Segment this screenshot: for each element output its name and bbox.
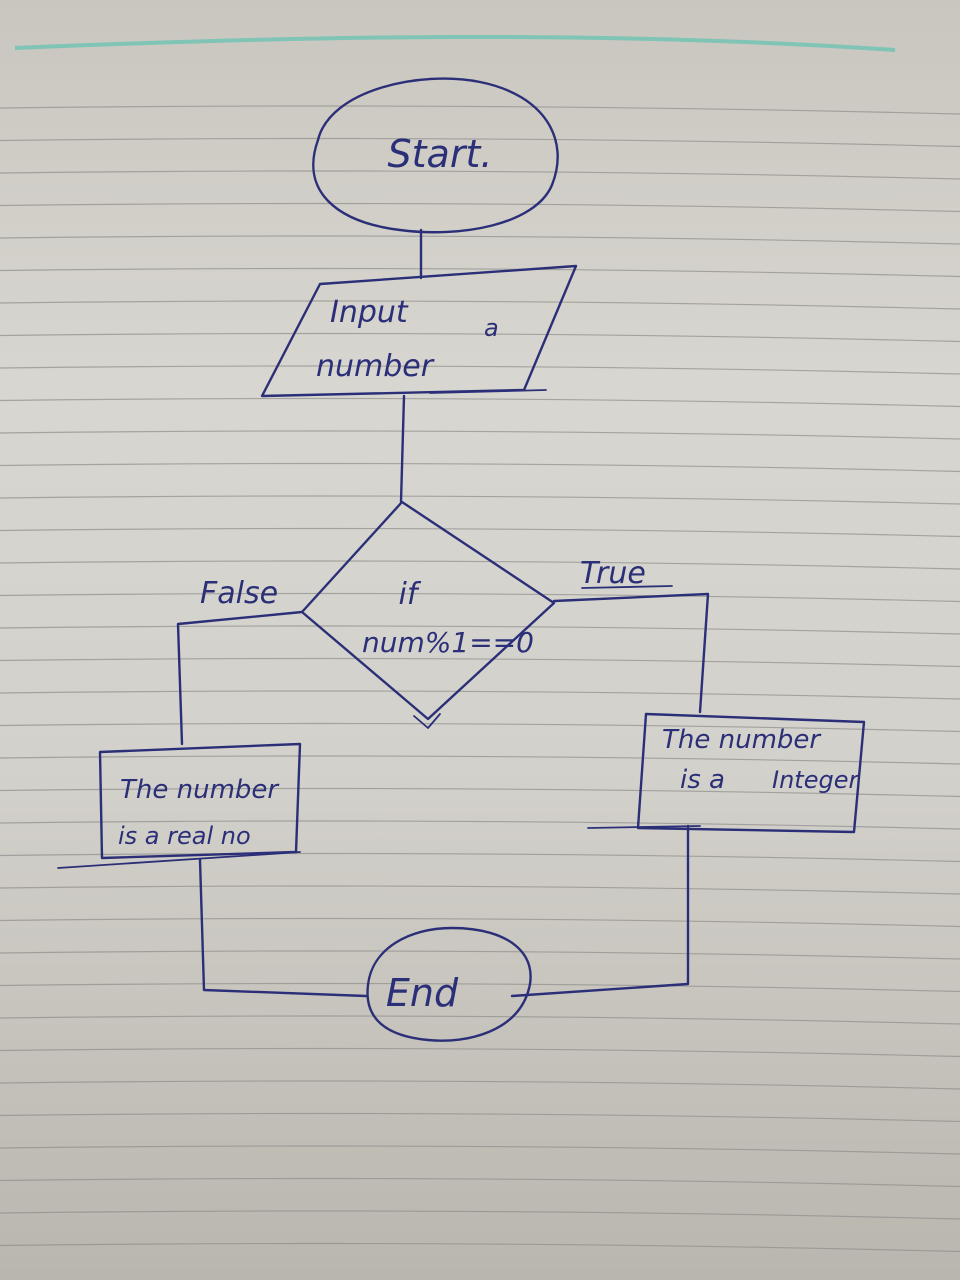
true-output-line1: The number — [662, 725, 822, 755]
ruled-line — [0, 560, 960, 570]
true-branch-label: True — [580, 556, 646, 591]
ruled-line — [0, 300, 960, 310]
ruled-line — [0, 820, 960, 830]
ruled-line — [0, 1177, 960, 1188]
ruled-line — [0, 105, 960, 115]
decision-label-line2: num%1==0 — [362, 626, 534, 659]
ruled-line — [0, 1242, 960, 1253]
true-output-line2a: is a — [680, 765, 725, 795]
connector-input-to-decision — [399, 394, 406, 504]
ruled-line — [0, 462, 960, 473]
ruled-line — [0, 787, 960, 798]
start-node: Start. — [312, 77, 559, 234]
true-output-line2b: Integer — [772, 766, 860, 794]
input-bottom-extension — [429, 389, 547, 394]
ruled-line — [0, 235, 960, 245]
start-label: Start. — [388, 132, 493, 176]
ruled-line — [0, 1210, 960, 1220]
ruled-line — [0, 950, 960, 960]
ruled-line — [0, 625, 960, 635]
ruled-line — [0, 722, 960, 733]
true-output-node: The number is a Integer — [587, 712, 866, 834]
true-output-box — [636, 712, 866, 834]
end-oval — [366, 926, 532, 1042]
false-output-underline — [57, 851, 301, 869]
ruled-line — [0, 430, 960, 440]
false-output-node: The number is a real no — [57, 742, 302, 869]
decision-label-line1: if — [399, 577, 422, 612]
ruled-line — [0, 202, 960, 213]
ruled-line — [0, 332, 960, 343]
input-label-suffix: a — [484, 314, 499, 342]
ruled-line — [0, 917, 960, 928]
end-label: End — [386, 971, 459, 1015]
start-oval — [312, 77, 559, 234]
input-label-line1: Input — [330, 295, 409, 330]
connector-decision-to-true-output — [552, 592, 710, 714]
ruled-line — [0, 592, 960, 603]
ruled-line — [0, 1015, 960, 1025]
top-margin-line — [14, 34, 896, 52]
ruled-line — [0, 495, 960, 505]
false-output-line1: The number — [120, 775, 280, 805]
input-node: Input a number — [260, 264, 578, 398]
ruled-line — [0, 690, 960, 700]
true-label-underline — [581, 585, 673, 589]
true-branch: True — [552, 556, 710, 714]
ruled-line — [0, 267, 960, 278]
decision-node: if num%1==0 — [300, 500, 556, 729]
true-output-underline — [587, 825, 701, 829]
false-branch: False — [176, 576, 304, 746]
decision-tick — [413, 713, 441, 729]
ruled-line — [0, 1047, 960, 1058]
ruled-line — [0, 527, 960, 538]
ruled-line — [0, 982, 960, 993]
connector-false-output-to-end — [198, 858, 368, 998]
connector-true-output-to-end — [510, 824, 690, 998]
ruled-line — [0, 1080, 960, 1090]
false-output-line2: is a real no — [118, 822, 251, 850]
ruled-line — [0, 852, 960, 863]
ruled-line — [0, 170, 960, 180]
ruled-line — [0, 657, 960, 668]
false-branch-label: False — [200, 576, 278, 611]
connector-decision-to-false-output — [176, 610, 304, 746]
end-node: End — [366, 926, 532, 1042]
ruled-line — [0, 397, 960, 408]
ruled-line — [0, 885, 960, 895]
ruled-line — [0, 1112, 960, 1123]
ruled-line — [0, 365, 960, 375]
decision-diamond — [300, 500, 556, 721]
ruled-line — [0, 755, 960, 765]
input-label-line2: number — [316, 349, 435, 384]
ruled-line — [0, 137, 960, 148]
ruled-line — [0, 1145, 960, 1155]
